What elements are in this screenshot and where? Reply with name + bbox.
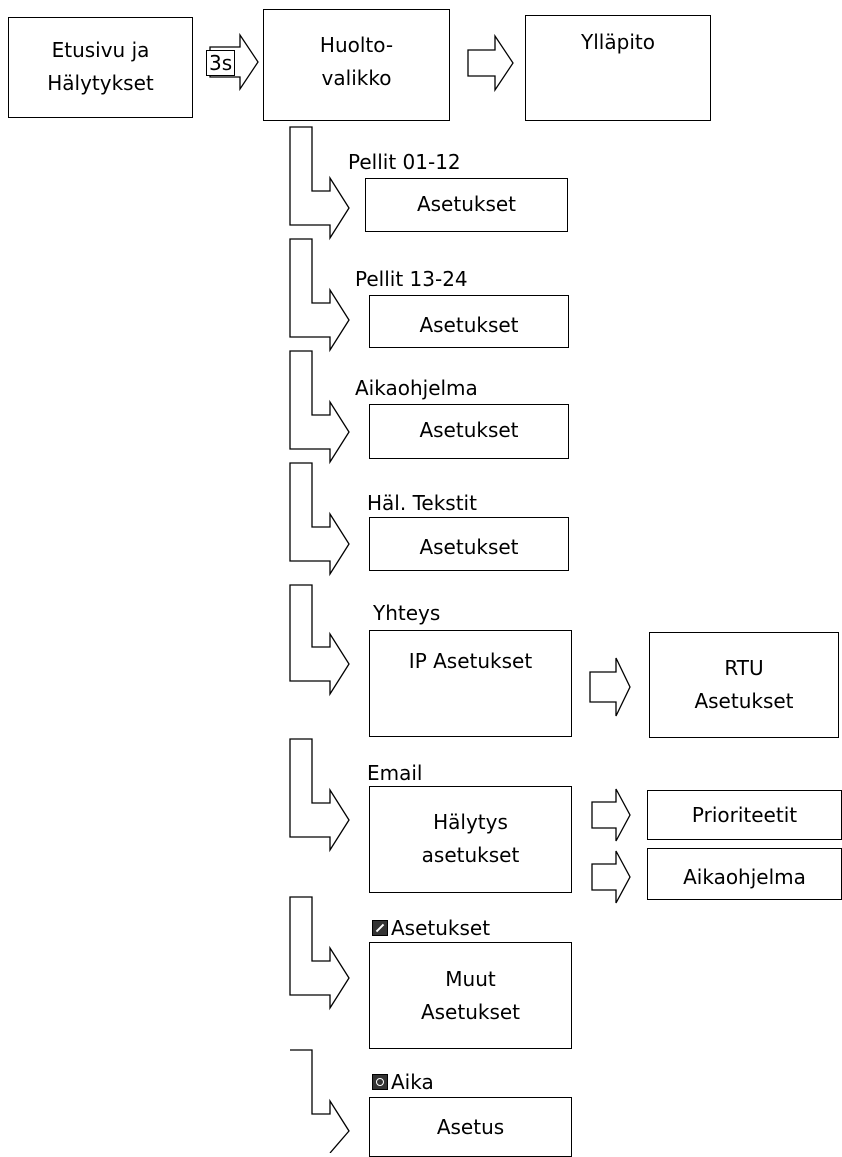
section-caption-dampers-01-12: Pellit 01-12 bbox=[348, 150, 461, 174]
elbow-arrow-4 bbox=[289, 462, 350, 577]
time-setting-label: Asetus bbox=[436, 1115, 505, 1139]
section-caption-email: Email bbox=[367, 761, 423, 785]
section-caption-settings: Asetukset bbox=[372, 916, 490, 940]
section-caption-time: Aika bbox=[372, 1070, 434, 1094]
arrow-service-to-maintenance bbox=[467, 33, 514, 93]
wrench-icon bbox=[372, 920, 388, 936]
elbow-arrow-2 bbox=[289, 238, 350, 353]
elbow-arrow-1 bbox=[289, 126, 350, 241]
start-alarms-box[interactable]: Etusivu ja Hälytykset bbox=[8, 17, 193, 118]
elbow-arrow-3 bbox=[289, 350, 350, 465]
elbow-arrow-8 bbox=[290, 1049, 350, 1153]
dampers-01-12-settings-box[interactable]: Asetukset bbox=[365, 178, 568, 232]
dampers-13-24-settings-box[interactable]: Asetukset bbox=[369, 295, 569, 348]
alarm-schedule-box[interactable]: Aikaohjelma bbox=[647, 848, 842, 900]
time-setting-box[interactable]: Asetus bbox=[369, 1097, 572, 1157]
section-caption-alarm-texts: Häl. Tekstit bbox=[367, 491, 477, 515]
service-menu-box[interactable]: Huolto- valikko bbox=[263, 9, 450, 121]
schedule-settings-label: Asetukset bbox=[419, 418, 519, 442]
section-caption-settings-text: Asetukset bbox=[391, 916, 491, 940]
section-caption-connection: Yhteys bbox=[373, 601, 441, 625]
ip-settings-box[interactable]: IP Asetukset bbox=[369, 630, 572, 737]
schedule-settings-box[interactable]: Asetukset bbox=[369, 404, 569, 459]
section-caption-dampers-13-24: Pellit 13-24 bbox=[355, 267, 468, 291]
section-caption-schedule: Aikaohjelma bbox=[355, 376, 478, 400]
dampers-01-12-settings-label: Asetukset bbox=[416, 192, 517, 216]
alarm-settings-box[interactable]: Hälytys asetukset bbox=[369, 786, 572, 893]
ip-settings-label: IP Asetukset bbox=[408, 649, 533, 673]
arrow-ip-to-rtu bbox=[589, 657, 631, 717]
elbow-arrow-5 bbox=[289, 584, 350, 697]
alarm-texts-settings-box[interactable]: Asetukset bbox=[369, 517, 569, 571]
other-settings-label: Muut Asetukset bbox=[420, 967, 521, 1024]
alarm-schedule-label: Aikaohjelma bbox=[683, 865, 806, 889]
service-menu-label: Huolto- valikko bbox=[319, 33, 394, 90]
priorities-box[interactable]: Prioriteetit bbox=[647, 790, 842, 840]
arrow-alarm-to-schedule bbox=[591, 850, 631, 904]
arrow-start-to-service bbox=[209, 32, 259, 92]
arrow-alarm-to-priorities bbox=[591, 788, 631, 842]
clock-icon bbox=[372, 1074, 388, 1090]
elbow-arrow-6 bbox=[289, 738, 350, 853]
rtu-settings-label: RTU Asetukset bbox=[694, 656, 794, 713]
hold-3s-label: 3s bbox=[206, 50, 236, 76]
elbow-arrow-7 bbox=[289, 896, 350, 1011]
start-alarms-label: Etusivu ja Hälytykset bbox=[47, 38, 154, 95]
section-caption-time-text: Aika bbox=[391, 1070, 434, 1094]
priorities-label: Prioriteetit bbox=[691, 803, 798, 827]
rtu-settings-box[interactable]: RTU Asetukset bbox=[649, 632, 839, 738]
dampers-13-24-settings-label: Asetukset bbox=[419, 313, 519, 337]
alarm-texts-settings-label: Asetukset bbox=[419, 535, 519, 559]
other-settings-box[interactable]: Muut Asetukset bbox=[369, 942, 572, 1049]
maintenance-label: Ylläpito bbox=[581, 30, 655, 54]
maintenance-box[interactable]: Ylläpito bbox=[525, 15, 711, 121]
alarm-settings-label: Hälytys asetukset bbox=[421, 810, 520, 867]
